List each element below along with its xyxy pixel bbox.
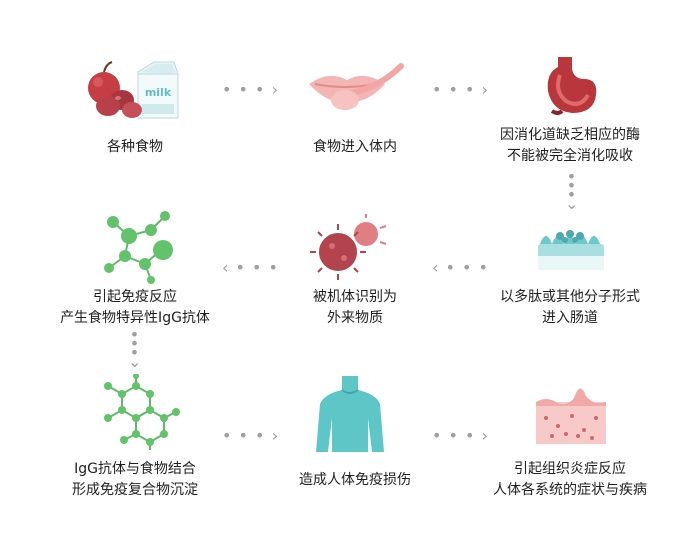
hexagon-molecule-icon [92,374,182,450]
step-line2: 进入肠道 [542,310,598,326]
step-label-ingest: 食物进入体内 [245,137,465,158]
arrow-right-4: • • • › [432,426,489,445]
intestine-villi-icon [534,226,608,274]
step-line1: 以多肽或其他分子形式 [500,289,640,305]
step-line2: 形成免疫复合物沉淀 [72,482,198,498]
step-label-enzyme: 因消化道缺乏相应的酶 不能被完全消化吸收 [460,125,680,167]
step-label-molecules: 以多肽或其他分子形式 进入肠道 [460,287,680,329]
step-line2: 产生食物特异性IgG抗体 [60,310,210,326]
step-label-foods: 各种食物 [25,137,245,158]
step-line1: 食物进入体内 [313,139,397,155]
step-line1: 因消化道缺乏相应的酶 [500,127,640,143]
arrow-right-1: • • • › [222,80,279,99]
arrow-right-2: • • • › [432,80,489,99]
step-label-recognized: 被机体识别为 外来物质 [245,287,465,329]
molecule-network-icon [95,208,179,284]
virus-icon [310,214,390,282]
arrow-left-2: ‹ • • • [222,258,279,277]
arrow-right-3: • • • › [222,426,279,445]
arrow-down-2: •••⌄ [128,325,143,371]
mouth-spoon-icon [305,62,405,116]
human-torso-icon [316,376,384,452]
step-line1: 被机体识别为 [313,289,397,305]
arrow-down-1: •••⌄ [565,167,580,213]
arrow-left-1: ‹ • • • [432,258,489,277]
step-line2: 不能被完全消化吸收 [507,148,633,164]
step-label-damage: 造成人体免疫损伤 [245,470,465,491]
step-line1: IgG抗体与食物结合 [74,461,196,477]
step-line1: 引起组织炎症反应 [514,461,626,477]
step-label-immune: 引起免疫反应 产生食物特异性IgG抗体 [25,287,245,329]
stomach-icon [540,55,600,117]
step-line1: 引起免疫反应 [93,289,177,305]
milk-text: milk [145,86,172,99]
step-line1: 各种食物 [107,139,163,155]
food-milk-icon: milk [82,60,187,120]
inflamed-tissue-icon [532,378,610,446]
step-label-complex: IgG抗体与食物结合 形成免疫复合物沉淀 [25,459,245,501]
step-line2: 人体各系统的症状与疾病 [493,482,647,498]
step-line2: 外来物质 [327,310,383,326]
step-line1: 造成人体免疫损伤 [299,472,411,488]
step-label-symptoms: 引起组织炎症反应 人体各系统的症状与疾病 [460,459,680,501]
